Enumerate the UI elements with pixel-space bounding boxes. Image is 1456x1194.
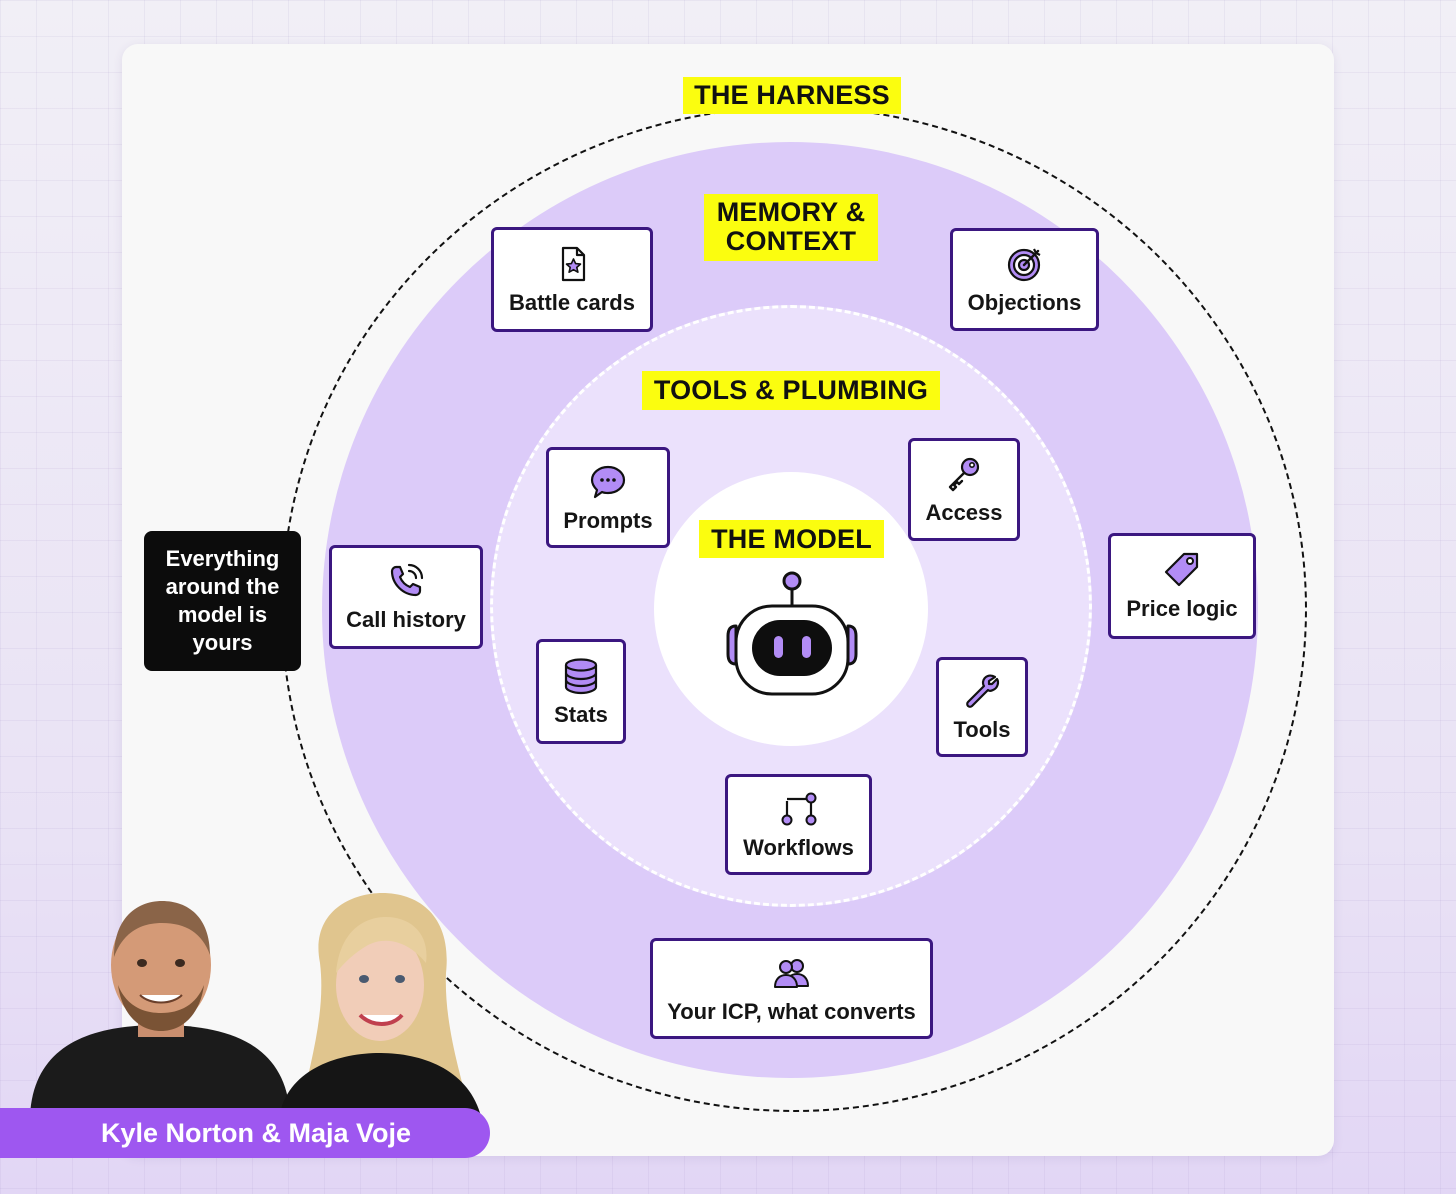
- node-objections: Objections: [950, 228, 1099, 331]
- author-photo-maja: [280, 893, 480, 1113]
- price-logic-text: Price logic: [1126, 596, 1238, 621]
- phone-icon: [390, 563, 424, 597]
- node-workflows: Workflows: [725, 774, 872, 875]
- node-access: Access: [908, 438, 1020, 541]
- node-battle-cards: Battle cards: [491, 227, 653, 332]
- star-document-icon: [561, 246, 586, 281]
- memory-context-label: MEMORY & CONTEXT: [704, 194, 878, 261]
- users-icon: [773, 958, 809, 988]
- node-prompts: Prompts: [546, 447, 670, 548]
- workflow-icon: [781, 792, 816, 825]
- chat-bubble-icon: [590, 465, 626, 498]
- tools-text: Tools: [953, 717, 1011, 742]
- node-tools: Tools: [936, 657, 1028, 757]
- wrench-icon: [966, 674, 1000, 708]
- price-tag-icon: [1164, 552, 1199, 587]
- prompts-text: Prompts: [563, 507, 653, 533]
- battle-cards-text: Battle cards: [509, 289, 635, 315]
- model-label: THE MODEL: [699, 520, 884, 558]
- node-call-history: Call history: [329, 545, 483, 649]
- icp-text: Your ICP, what converts: [667, 998, 916, 1024]
- node-stats: Stats: [536, 639, 626, 744]
- tools-plumbing-label: TOOLS & PLUMBING: [642, 371, 940, 410]
- call-history-text: Call history: [346, 607, 466, 632]
- memory-label-line2: CONTEXT: [725, 226, 857, 256]
- key-icon: [948, 457, 980, 491]
- stats-text: Stats: [554, 701, 608, 727]
- robot-icon: [726, 571, 858, 696]
- target-icon: [1007, 248, 1040, 281]
- access-text: Access: [925, 499, 1003, 525]
- authors-name-bar: Kyle Norton & Maja Voje: [0, 1108, 490, 1158]
- harness-label: THE HARNESS: [683, 77, 901, 114]
- objections-text: Objections: [967, 289, 1082, 315]
- author-photo-kyle: [30, 901, 290, 1115]
- node-icp: Your ICP, what converts: [650, 938, 933, 1039]
- callout-box: Everything around the model is yours: [144, 531, 301, 671]
- workflows-text: Workflows: [743, 834, 854, 860]
- database-icon: [564, 657, 598, 694]
- memory-label-line1: MEMORY &: [716, 197, 866, 227]
- node-price-logic: Price logic: [1108, 533, 1256, 639]
